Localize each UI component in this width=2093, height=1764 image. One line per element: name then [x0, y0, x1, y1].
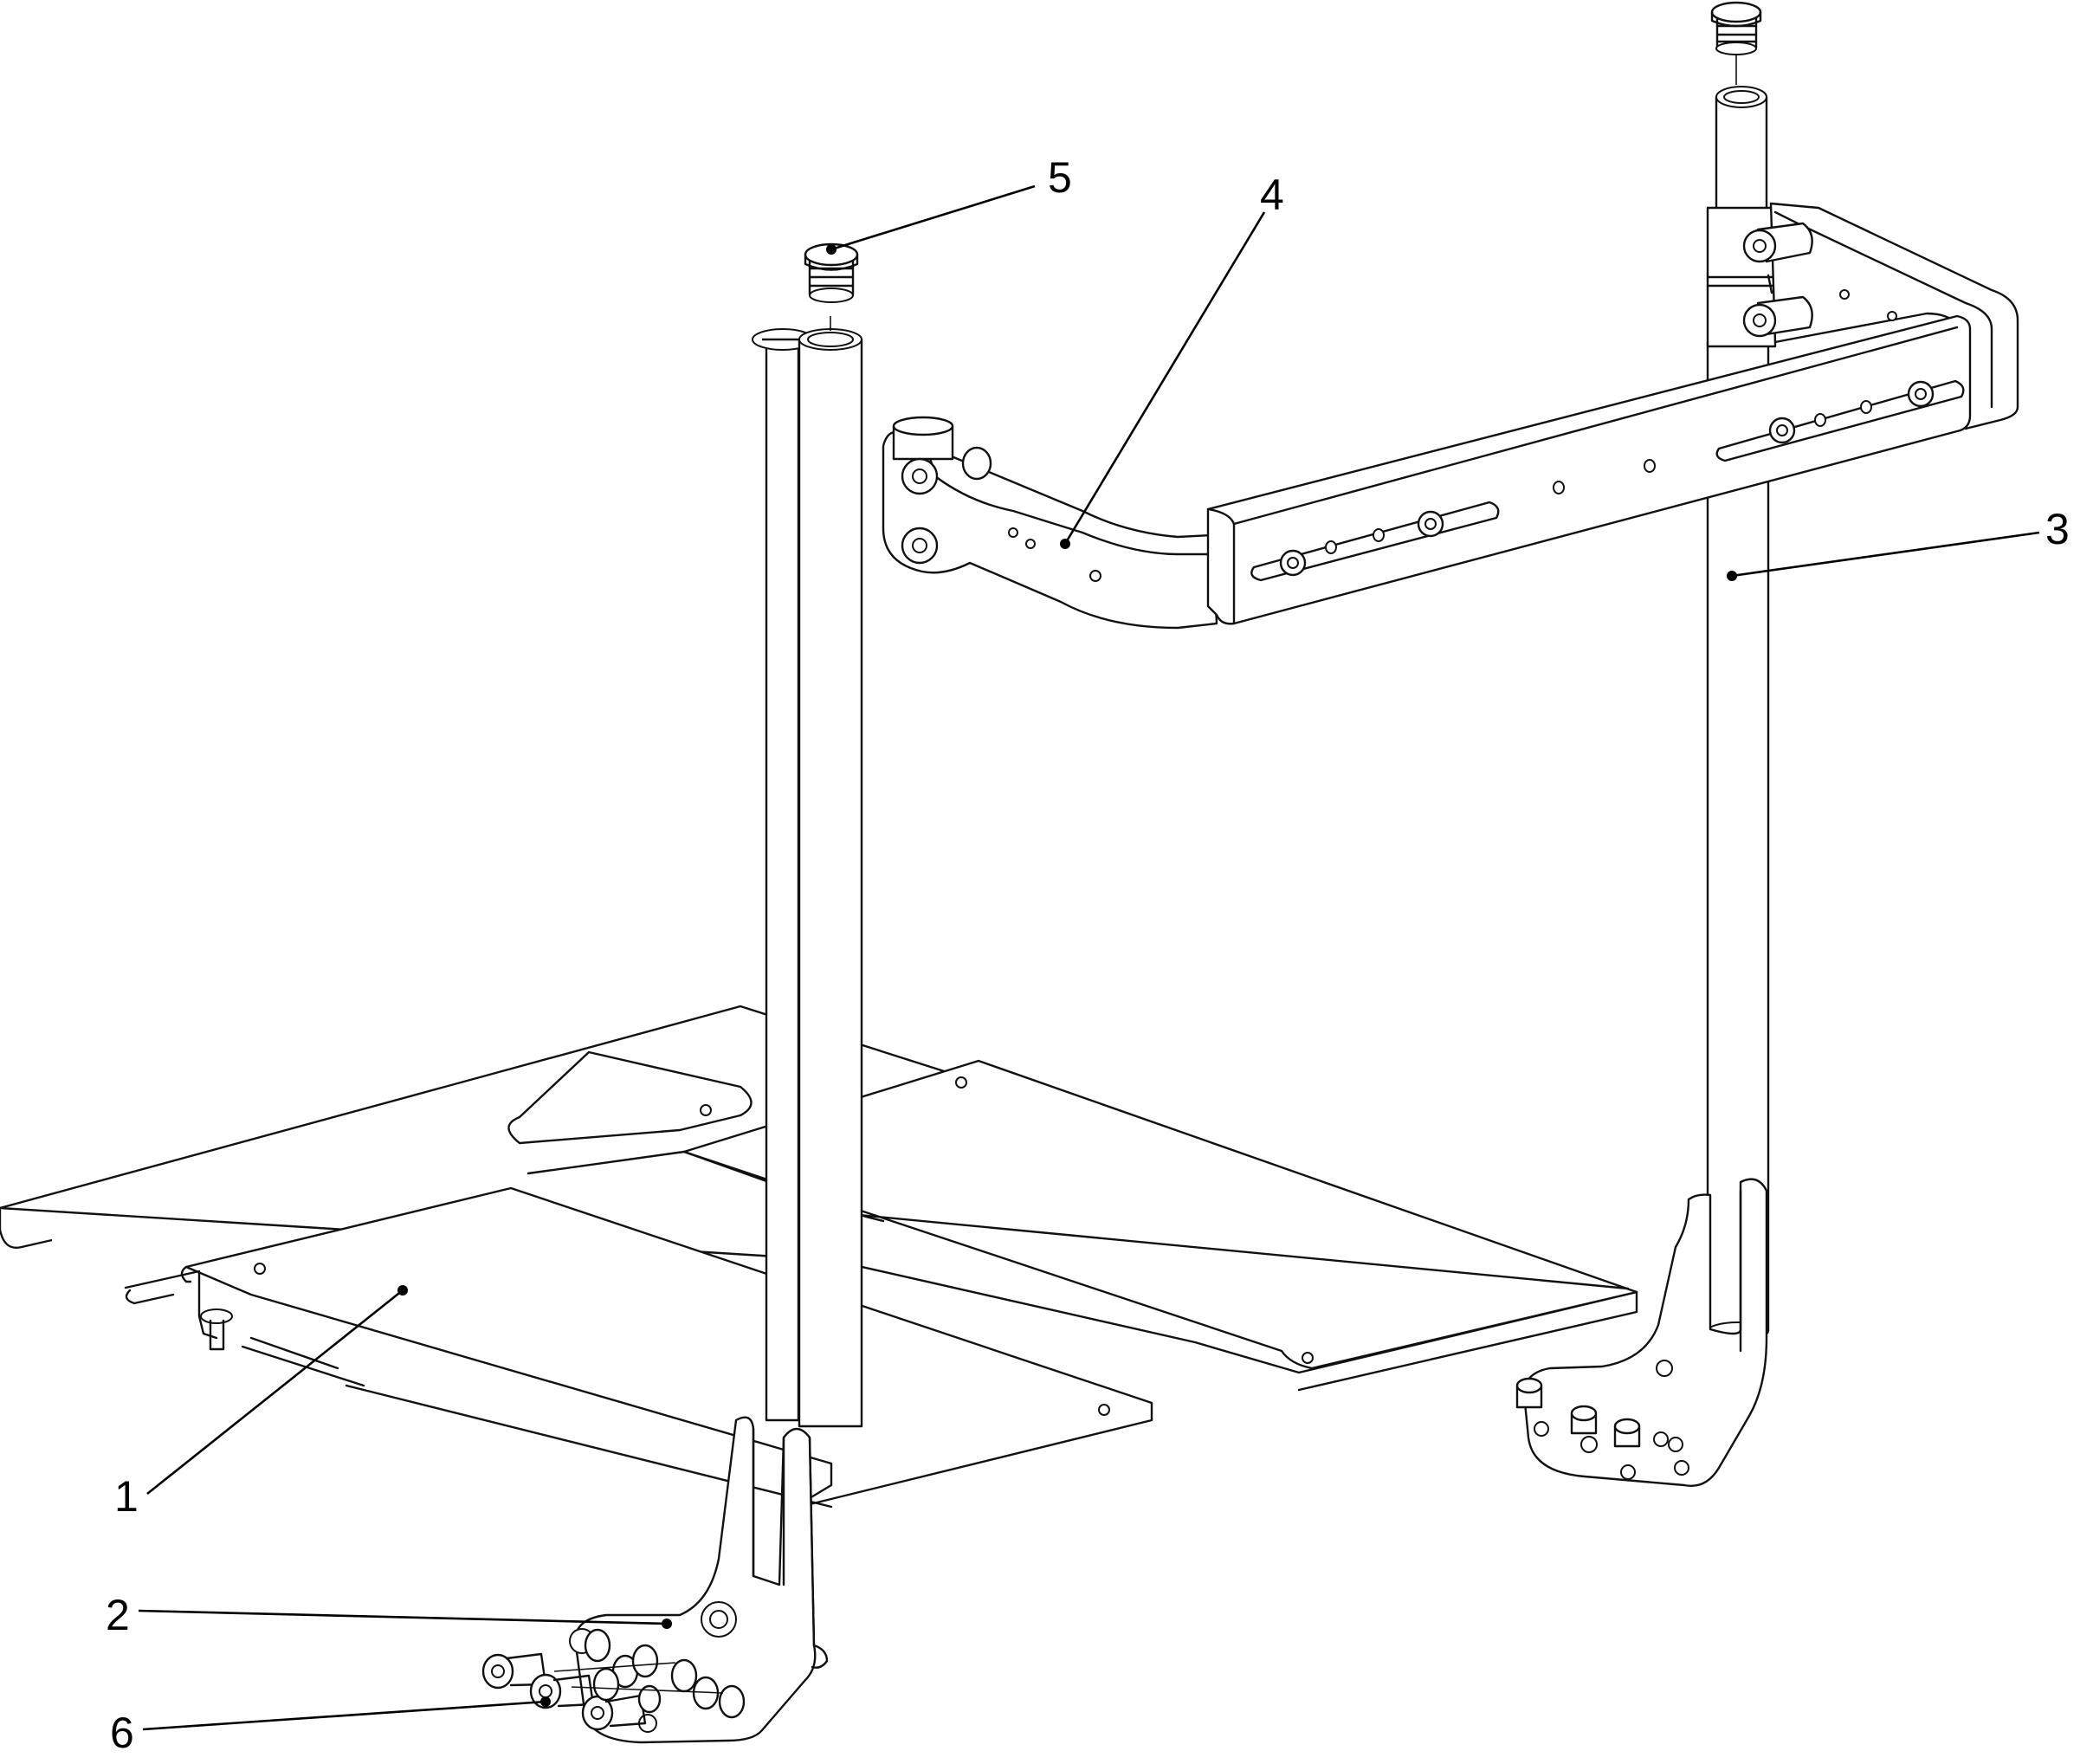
- back-frame: [882, 202, 2019, 630]
- callout-4: 4: [1260, 171, 1284, 219]
- callout-6: 6: [110, 1709, 134, 1757]
- slot-bolt-3: [1768, 417, 1796, 444]
- right-bushing-3: [1613, 1418, 1641, 1448]
- lower-clamp-bolt: [1742, 295, 1813, 338]
- leader-6-dot: [540, 1696, 551, 1707]
- slot-bolt-4: [1907, 380, 1935, 408]
- callout-1: 1: [114, 1472, 139, 1521]
- leader-4-dot: [1060, 539, 1070, 549]
- leader-1: [146, 1289, 404, 1496]
- upper-clamp-bolt: [1742, 222, 1813, 263]
- leader-5-dot: [826, 244, 837, 255]
- screw-a: [481, 1652, 547, 1690]
- left-tube-cap: [804, 242, 859, 331]
- right-tube-cap: [1710, 1, 1762, 85]
- screw-c: [581, 1694, 647, 1731]
- callout-leaders: [138, 184, 2040, 1731]
- right-side-bracket: [1515, 1178, 1768, 1487]
- callout-labels: 1 2 3 4 5 6: [106, 153, 2070, 1757]
- leader-2-dot: [662, 1619, 672, 1629]
- leader-3: [1731, 531, 2040, 578]
- slot-bolt-1: [1279, 549, 1307, 577]
- bushings: [553, 1628, 746, 1719]
- callout-2: 2: [106, 1591, 130, 1639]
- leader-4: [1063, 211, 1266, 545]
- leader-2: [138, 1609, 668, 1625]
- right-bushing-2: [1570, 1405, 1598, 1435]
- leader-1-dot: [397, 1285, 408, 1296]
- callout-5: 5: [1048, 153, 1072, 202]
- slot-bolt-2: [1417, 510, 1444, 538]
- leader-6: [142, 1700, 546, 1731]
- right-bushing-1: [1515, 1377, 1543, 1409]
- leader-5: [830, 184, 1036, 251]
- leader-3-dot: [1727, 571, 1737, 581]
- left-upright-tube: [752, 328, 863, 1428]
- left-fasteners: [481, 1628, 746, 1731]
- callout-3: 3: [2045, 505, 2070, 553]
